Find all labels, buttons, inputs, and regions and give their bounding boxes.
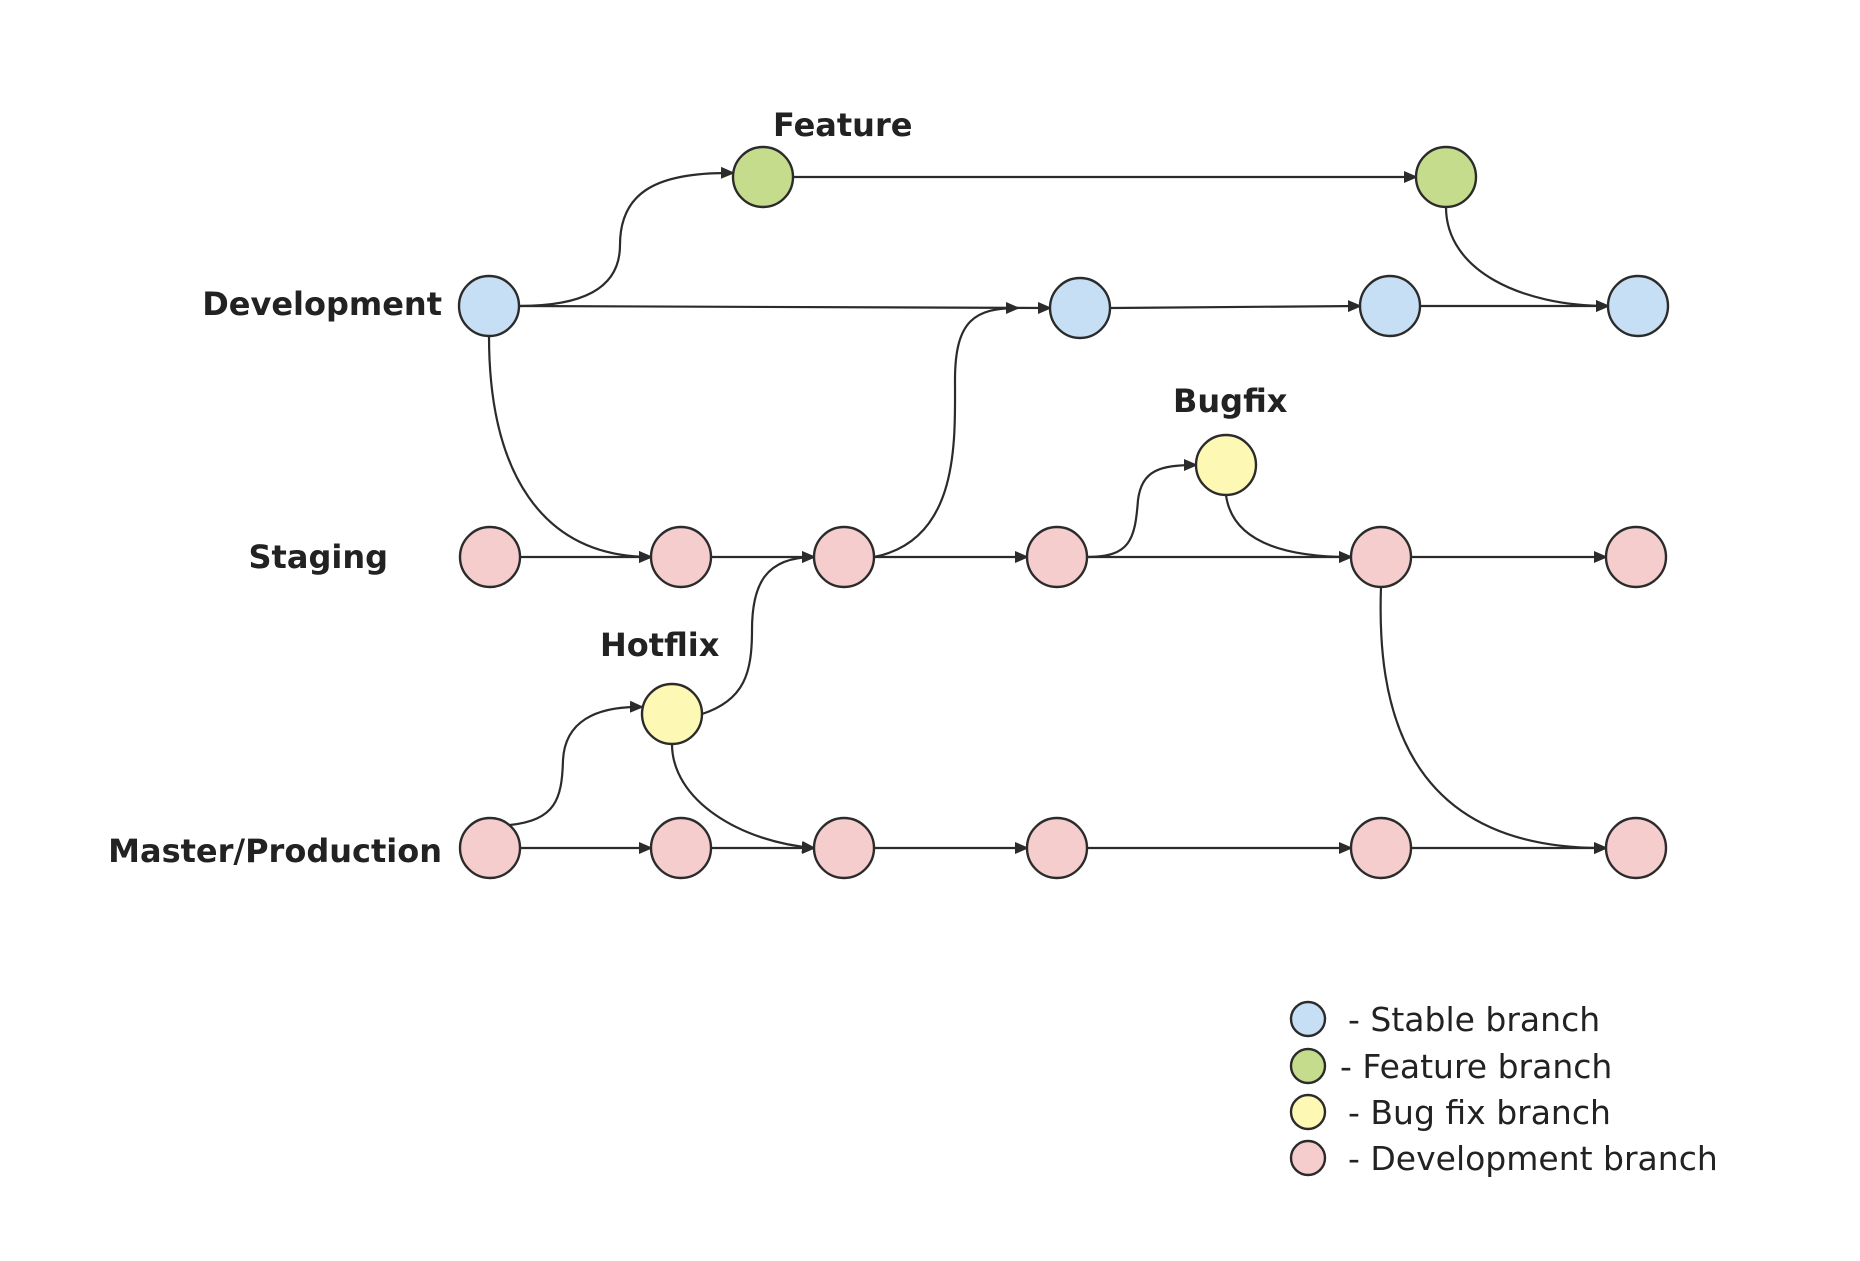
- nodes-layer: [457, 145, 1670, 880]
- node-s4: [1349, 525, 1413, 589]
- legend-item-stable: - Stable branch: [1289, 1000, 1600, 1039]
- node-d0: [457, 274, 521, 338]
- node-d3: [1606, 274, 1670, 338]
- edge-d0-f0: [518, 166, 735, 308]
- node-d1: [1048, 276, 1112, 340]
- legend: - Stable branch - Feature branch - Bug f…: [1289, 1000, 1718, 1178]
- legend-bugfix-swatch: [1289, 1093, 1327, 1131]
- edge-b0-s4: [1224, 494, 1353, 563]
- legend-feature-swatch: [1289, 1047, 1327, 1085]
- node-s1: [649, 525, 713, 589]
- legend-stable-swatch: [1289, 1000, 1327, 1038]
- edge-h0-s2: [701, 551, 816, 716]
- node-m4: [1349, 816, 1413, 880]
- edge-s2-d1: [873, 302, 1020, 559]
- annotation-hotfix: Hotflix: [600, 626, 720, 664]
- edge-d1-d2: [1109, 300, 1362, 313]
- legend-stable-text: - Stable branch: [1348, 1000, 1600, 1039]
- node-b0: [1194, 433, 1258, 497]
- edge-m0-h0: [509, 700, 644, 827]
- node-m5: [1604, 816, 1668, 880]
- annotation-bugfix: Bugfix: [1173, 382, 1288, 420]
- legend-development-text: - Development branch: [1348, 1139, 1718, 1178]
- edge-d0-s1: [487, 335, 653, 563]
- node-f0: [731, 145, 795, 209]
- node-m3: [1025, 816, 1089, 880]
- annotation-feature: Feature: [773, 106, 912, 144]
- edge-f1-d3: [1444, 206, 1610, 312]
- node-h0: [640, 682, 704, 746]
- branch-label-master: Master/Production: [108, 832, 442, 870]
- node-s3: [1025, 525, 1089, 589]
- legend-development-swatch: [1289, 1139, 1327, 1177]
- branch-label-staging: Staging: [249, 538, 389, 576]
- node-m1: [649, 816, 713, 880]
- edges-layer: [487, 166, 1610, 855]
- edge-d0-d1: [518, 301, 1052, 314]
- edge-s4-m5: [1379, 586, 1608, 855]
- legend-bugfix-text: - Bug fix branch: [1348, 1093, 1611, 1132]
- node-d2: [1358, 274, 1422, 338]
- node-s5: [1604, 525, 1668, 589]
- legend-item-bugfix: - Bug fix branch: [1289, 1093, 1611, 1132]
- node-s2: [812, 525, 876, 589]
- node-s0: [458, 525, 522, 589]
- legend-feature-text: - Feature branch: [1340, 1047, 1612, 1086]
- edge-s3-b0: [1086, 459, 1198, 559]
- node-f1: [1414, 145, 1478, 209]
- legend-item-development: - Development branch: [1289, 1139, 1718, 1178]
- legend-item-feature: - Feature branch: [1289, 1047, 1612, 1086]
- branch-label-development: Development: [202, 285, 442, 323]
- node-m0: [458, 816, 522, 880]
- edge-h0-m2: [670, 743, 816, 854]
- node-m2: [812, 816, 876, 880]
